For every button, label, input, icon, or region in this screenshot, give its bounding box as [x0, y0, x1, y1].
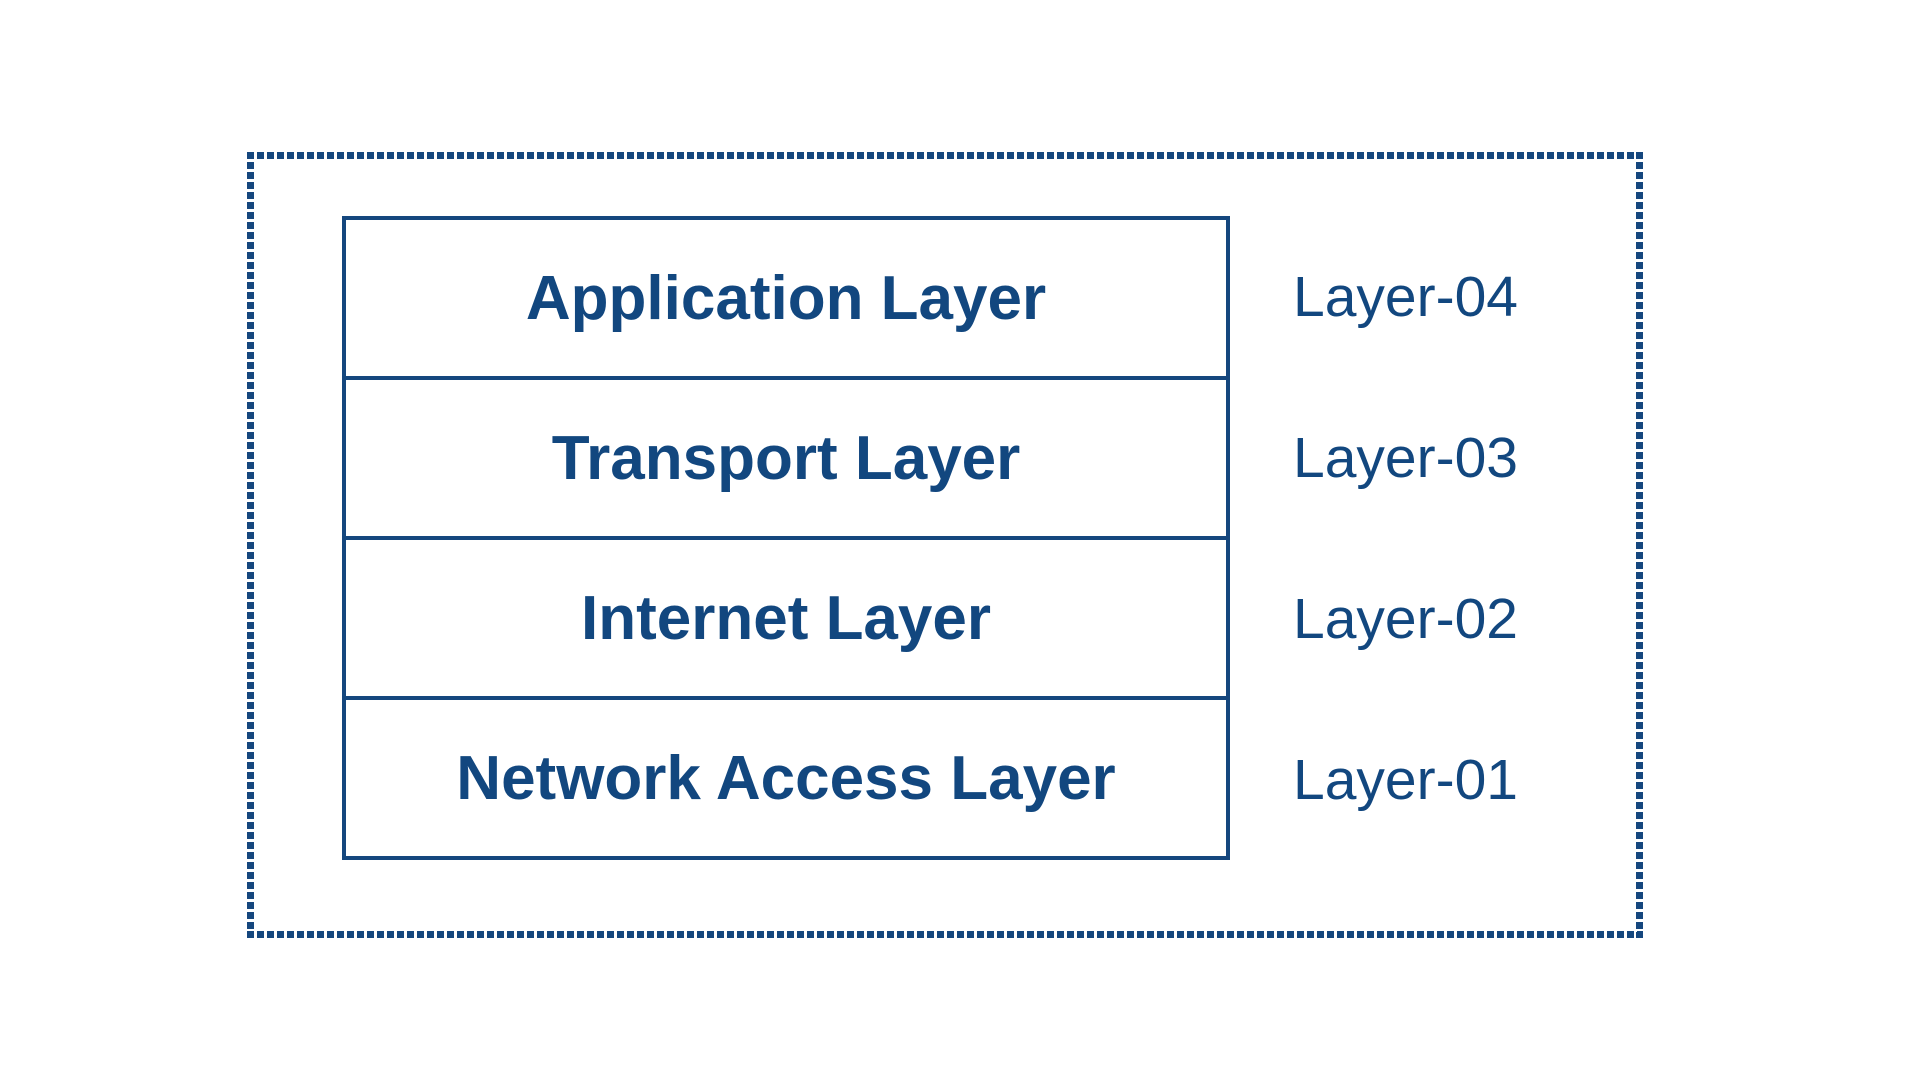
layer-name-application: Application Layer — [525, 263, 1047, 333]
tag-cell-layer-03: Layer-03 — [1293, 377, 1623, 538]
layer-stack-box: Application Layer Transport Layer Intern… — [342, 216, 1230, 860]
dotted-border-left — [247, 152, 254, 938]
tag-label-layer-01: Layer-01 — [1293, 747, 1518, 812]
layer-name-network-access: Network Access Layer — [456, 743, 1116, 813]
tag-label-layer-02: Layer-02 — [1293, 586, 1518, 651]
dotted-border-right — [1636, 152, 1643, 938]
tag-label-layer-04: Layer-04 — [1293, 264, 1518, 329]
dotted-border-bottom — [247, 931, 1643, 938]
dotted-border-top — [247, 152, 1643, 159]
layer-row-transport: Transport Layer — [346, 380, 1226, 540]
layer-tag-column: Layer-04 Layer-03 Layer-02 Layer-01 — [1293, 216, 1623, 860]
layer-row-application: Application Layer — [346, 220, 1226, 380]
tag-cell-layer-02: Layer-02 — [1293, 538, 1623, 699]
layer-name-internet: Internet Layer — [580, 583, 992, 653]
dotted-outer-frame: Application Layer Transport Layer Intern… — [247, 152, 1643, 938]
tag-cell-layer-04: Layer-04 — [1293, 216, 1623, 377]
layer-name-transport: Transport Layer — [551, 423, 1021, 493]
layer-row-internet: Internet Layer — [346, 540, 1226, 700]
tag-label-layer-03: Layer-03 — [1293, 425, 1518, 490]
layer-row-network-access: Network Access Layer — [346, 700, 1226, 856]
tag-cell-layer-01: Layer-01 — [1293, 699, 1623, 860]
